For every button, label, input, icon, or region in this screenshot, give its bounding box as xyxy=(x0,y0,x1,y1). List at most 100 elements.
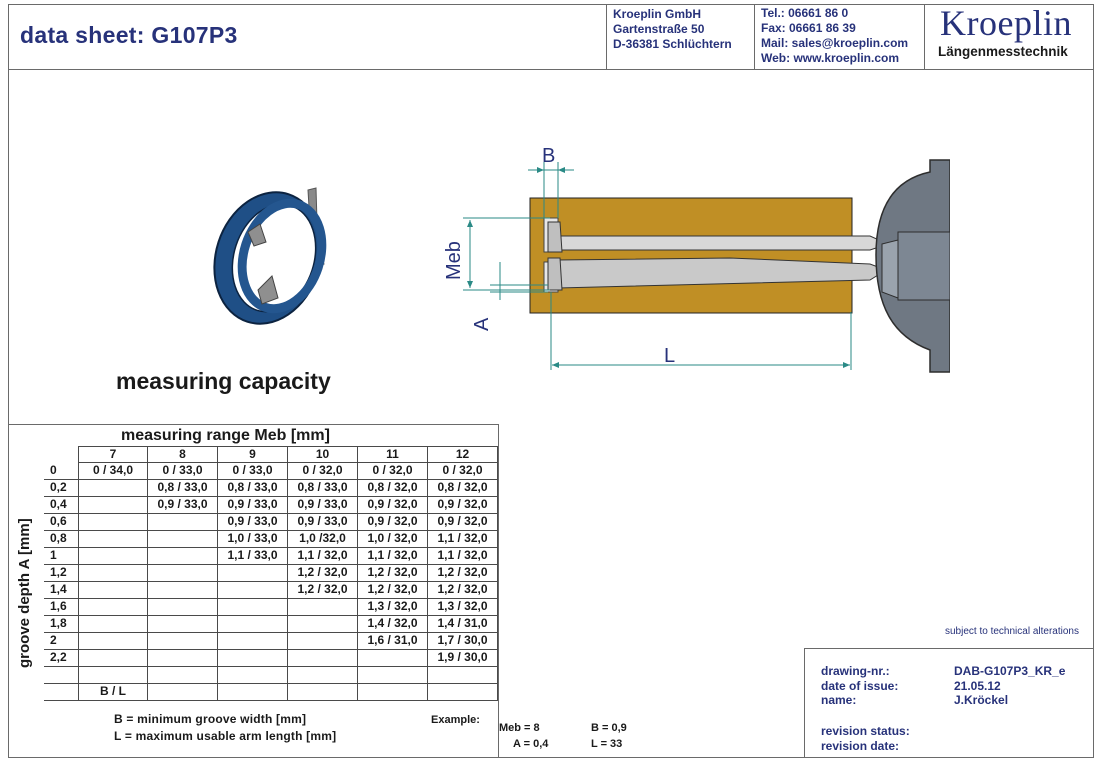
table-cell xyxy=(78,531,148,548)
table-cell xyxy=(358,650,428,667)
example-l: L = 33 xyxy=(591,738,623,750)
table-cell: 1,1 / 32,0 xyxy=(428,548,498,565)
contact-fax: Fax: 06661 86 39 xyxy=(761,21,856,35)
table-cell: 1,1 / 32,0 xyxy=(428,531,498,548)
table-cell: 0,9 / 32,0 xyxy=(428,497,498,514)
table-cell xyxy=(218,565,288,582)
company-address: Kroeplin GmbH Gartenstraße 50 D-36381 Sc… xyxy=(606,4,754,70)
table-cell: 0 / 34,0 xyxy=(78,463,148,480)
table-cell xyxy=(148,633,218,650)
capacity-table-box xyxy=(8,424,499,758)
table-cell: 1,3 / 32,0 xyxy=(428,599,498,616)
table-cell: 0,9 / 32,0 xyxy=(358,497,428,514)
table-cell xyxy=(148,531,218,548)
table-cell xyxy=(78,633,148,650)
row-label: 1,2 xyxy=(44,565,78,582)
table-cell xyxy=(78,667,148,684)
row-label: 0,2 xyxy=(44,480,78,497)
table-cell: 0 / 32,0 xyxy=(358,463,428,480)
table-cell xyxy=(78,480,148,497)
row-label: 0 xyxy=(44,463,78,480)
table-cell: 0,9 / 33,0 xyxy=(218,514,288,531)
table-cell xyxy=(218,633,288,650)
measuring-arm-drawing: B Meb A L xyxy=(443,145,950,373)
title-block xyxy=(804,648,1094,758)
example-meb: Meb = 8 xyxy=(499,722,540,734)
table-cell: 0 / 33,0 xyxy=(218,463,288,480)
header: data sheet: G107P3 Kroeplin GmbH Gartens… xyxy=(8,4,1094,70)
table-cell xyxy=(78,650,148,667)
label-a: A xyxy=(471,317,493,331)
example-label: Example: xyxy=(431,714,480,726)
table-cell: 0,9 / 33,0 xyxy=(148,497,218,514)
row-label: 1,4 xyxy=(44,582,78,599)
table-cell xyxy=(148,582,218,599)
table-cell xyxy=(78,599,148,616)
legend-l: L = maximum usable arm length [mm] xyxy=(114,729,337,743)
table-cell: 1,2 / 32,0 xyxy=(288,582,358,599)
table-cell xyxy=(78,497,148,514)
table-cell: 0,8 / 32,0 xyxy=(358,480,428,497)
table-cell xyxy=(78,565,148,582)
drawing-nr: DAB-G107P3_KR_e xyxy=(954,664,1066,678)
table-cell xyxy=(428,667,498,684)
row-label: 0,6 xyxy=(44,514,78,531)
table-cell xyxy=(288,667,358,684)
label-b: B xyxy=(542,145,555,167)
table-cell: 0,8 / 33,0 xyxy=(288,480,358,497)
table-cell: 0,8 / 32,0 xyxy=(428,480,498,497)
table-cell xyxy=(148,667,218,684)
page-title: data sheet: G107P3 xyxy=(20,22,238,48)
table-cell xyxy=(148,650,218,667)
table-cell xyxy=(218,684,288,701)
company-logo: Kroeplin xyxy=(940,3,1072,43)
table-cell: 1,9 / 30,0 xyxy=(428,650,498,667)
author-name: J.Kröckel xyxy=(954,693,1009,707)
table-cell xyxy=(218,599,288,616)
page-frame xyxy=(8,4,1094,758)
table-cell: 0,8 / 33,0 xyxy=(148,480,218,497)
table-cell xyxy=(148,548,218,565)
column-header: 9 xyxy=(218,446,288,463)
table-cell: 1,4 / 31,0 xyxy=(428,616,498,633)
column-header: 10 xyxy=(288,446,358,463)
company-contact: Tel.: 06661 86 0 Fax: 06661 86 39 Mail: … xyxy=(754,4,924,70)
label-meb: Meb xyxy=(443,241,465,280)
drawing-nr-label: drawing-nr.: xyxy=(821,664,890,678)
table-cell xyxy=(218,650,288,667)
table-cell xyxy=(78,514,148,531)
table-cell: 0,9 / 33,0 xyxy=(218,497,288,514)
table-cell xyxy=(148,684,218,701)
legend-b: B = minimum groove width [mm] xyxy=(114,712,307,726)
issue-date: 21.05.12 xyxy=(954,679,1001,693)
table-cell: 0,8 / 33,0 xyxy=(218,480,288,497)
table-cell xyxy=(78,548,148,565)
logo-box xyxy=(924,4,1094,70)
table-cell: 1,1 / 32,0 xyxy=(358,548,428,565)
table-cell xyxy=(148,616,218,633)
example-b: B = 0,9 xyxy=(591,722,627,734)
y-axis-label: groove depth A [mm] xyxy=(16,518,33,668)
table-cell xyxy=(428,684,498,701)
table-cell: 1,1 / 33,0 xyxy=(218,548,288,565)
table-cell: 0,9 / 32,0 xyxy=(428,514,498,531)
table-cell: 0,9 / 32,0 xyxy=(358,514,428,531)
table-cell xyxy=(78,582,148,599)
row-label: 1 xyxy=(44,548,78,565)
column-header: 12 xyxy=(428,446,498,463)
table-cell: 0 / 32,0 xyxy=(428,463,498,480)
column-header: 11 xyxy=(358,446,428,463)
table-cell: 1,2 / 32,0 xyxy=(358,582,428,599)
table-cell xyxy=(218,667,288,684)
table-cell: 1,0 / 33,0 xyxy=(218,531,288,548)
contact-mail[interactable]: Mail: sales@kroeplin.com xyxy=(761,36,909,50)
table-cell: 1,4 / 32,0 xyxy=(358,616,428,633)
label-l: L xyxy=(664,345,675,367)
company-name: Kroeplin GmbH xyxy=(613,7,702,21)
table-cell: 1,2 / 32,0 xyxy=(358,565,428,582)
name-label: name: xyxy=(821,693,857,707)
table-cell: 1,2 / 32,0 xyxy=(288,565,358,582)
contact-web[interactable]: Web: www.kroeplin.com xyxy=(761,51,900,65)
row-label: 1,8 xyxy=(44,616,78,633)
table-cell xyxy=(148,565,218,582)
